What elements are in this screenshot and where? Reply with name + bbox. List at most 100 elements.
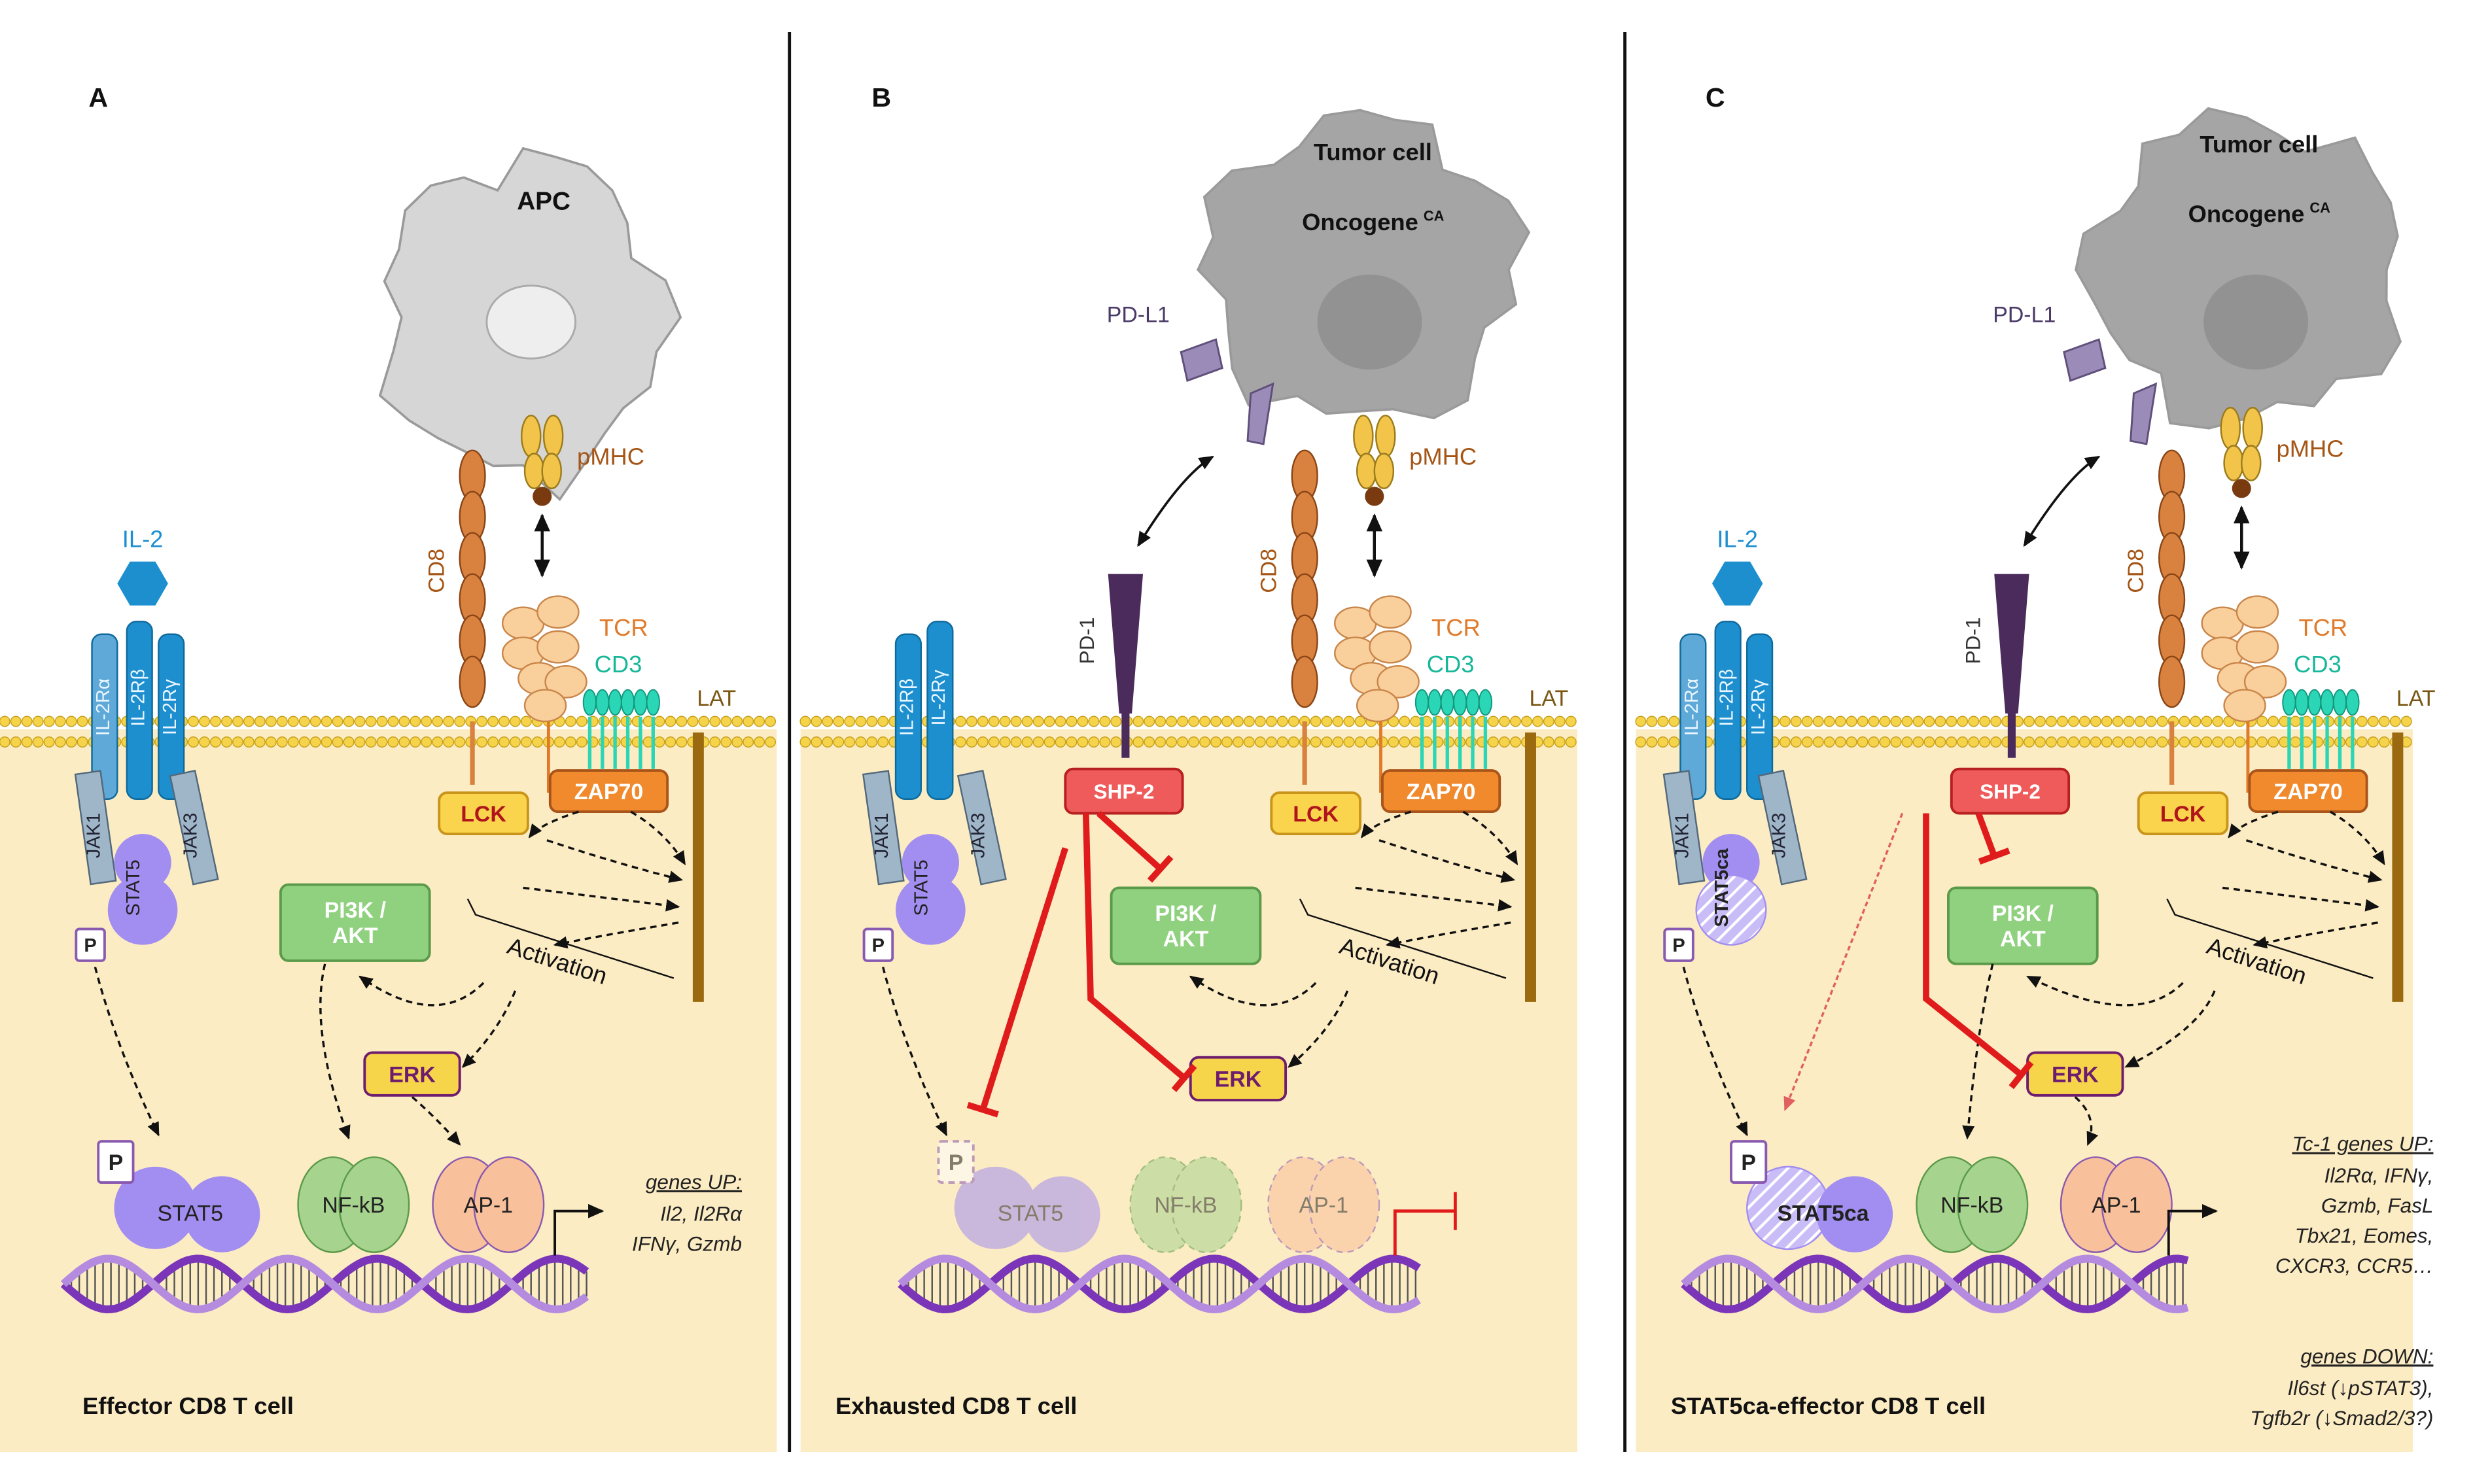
phospho-tag-nuclear-shape (937, 1140, 975, 1184)
lck-box-shape (2137, 791, 2229, 835)
cell-membrane (799, 716, 1577, 748)
pdl1-pd1-interaction (1137, 455, 1214, 547)
lipid-head (1935, 716, 1946, 727)
stat-label: STAT5ca (1711, 848, 1732, 927)
cd3-chain (620, 689, 635, 716)
lipid-head (1846, 736, 1857, 748)
lipid-head (1354, 716, 1366, 727)
receptor-chain (894, 633, 922, 800)
lipid-head (476, 716, 488, 727)
pmhc-chain (2242, 407, 2263, 450)
receptor-label: IL-2Rβ (128, 669, 149, 727)
erk-box-shape (1189, 1056, 1288, 1102)
lipid-head (2134, 736, 2146, 748)
lipid-head (1044, 716, 1055, 727)
lipid-head (276, 716, 288, 727)
stat-monomer (902, 834, 959, 891)
lipid-head (2045, 736, 2057, 748)
oncogene-label: Oncogene (1302, 209, 1418, 235)
lipid-head (1199, 716, 1211, 727)
lipid-head (1968, 716, 1980, 727)
lipid-head (2078, 736, 2090, 748)
lipid-head (1254, 736, 1266, 748)
lipid-head (1144, 716, 1155, 727)
lipid-head (1646, 736, 1658, 748)
lipid-head (1879, 736, 1891, 748)
shp2-inhibits-pi3k-bar (1978, 848, 2010, 865)
pd1-label: PD-1 (1961, 617, 1984, 664)
lipid-head (866, 716, 878, 727)
cd8-domain (2158, 655, 2186, 708)
dna-helix (1681, 1254, 2189, 1314)
lipid-head (955, 736, 966, 748)
lipid-head (1668, 716, 1680, 727)
lipid-head (232, 716, 243, 727)
pdl1-label: PD-L1 (1107, 302, 1170, 327)
lipid-head (1199, 736, 1211, 748)
cell-type-label: Exhausted CD8 T cell (835, 1392, 1077, 1419)
shp2-box: SHP-2 (1064, 767, 1184, 815)
lipid-head (1499, 716, 1510, 727)
lipid-head (1823, 716, 1835, 727)
lipid-head (309, 736, 321, 748)
activation-arrow (2253, 922, 2378, 949)
lipid-head (1110, 736, 1122, 748)
lipid-head (2134, 716, 2146, 727)
lipid-head (1657, 736, 1669, 748)
activation-to-erk (2124, 990, 2216, 1068)
ap1-subunit (2101, 1156, 2173, 1253)
lipid-head (565, 716, 576, 727)
lipid-head (1499, 736, 1510, 748)
tumor-label: Tumor cell (2200, 131, 2318, 158)
lipid-head (332, 716, 343, 727)
receptor-chain (158, 633, 185, 800)
lipid-head (432, 716, 444, 727)
shp2-box-shape (1064, 767, 1184, 815)
lipid-head (332, 736, 343, 748)
pmhc-label: pMHC (2277, 435, 2344, 462)
nfkb-dimer: NF-kB (1129, 1156, 1242, 1253)
ap1-dimer: AP-1 (2060, 1156, 2173, 1253)
pi3k-akt-box-label: AKT (2000, 927, 2046, 952)
receptor-label: IL-2Rγ (160, 679, 181, 735)
lipid-head (1132, 716, 1144, 727)
pdl1-molecule-1 (2063, 338, 2107, 382)
lck-box-label: LCK (1293, 802, 1339, 827)
lipid-head (811, 716, 822, 727)
lipid-head (1901, 736, 1913, 748)
lipid-head (1276, 716, 1288, 727)
il2-label: IL-2 (122, 525, 164, 552)
lipid-head (1901, 716, 1913, 727)
cd3-chain (608, 689, 622, 716)
apc-nucleus (485, 285, 577, 360)
tcr-domain (1369, 630, 1412, 664)
pd1-tail (2007, 710, 2016, 758)
cd3-chain (646, 689, 660, 716)
lipid-head (966, 716, 977, 727)
genes-up-title: genes UP: (646, 1170, 742, 1194)
pi3k-akt-box-shape (279, 883, 431, 962)
lipid-head (1554, 736, 1566, 748)
lipid-head (1968, 736, 1980, 748)
lipid-head (1032, 716, 1044, 727)
lipid-head (811, 736, 822, 748)
erk-box: ERK (2026, 1051, 2124, 1097)
cd3-chain (595, 689, 610, 716)
shp2-inhibits-pi3k-line (1975, 812, 1997, 857)
cell-type-label: STAT5ca-effector CD8 T cell (1671, 1392, 1986, 1419)
lipid-head (520, 736, 532, 748)
genes-up-line: Il2, Il2Rα (660, 1201, 743, 1225)
tcr-domain (1356, 689, 1399, 723)
phospho-tag-label: P (1672, 935, 1685, 956)
jak1-kinase (1662, 770, 1706, 886)
lipid-head (1388, 736, 1399, 748)
lipid-head (1801, 736, 1813, 748)
lat-adaptor (2392, 732, 2404, 1002)
jak1-kinase (862, 770, 905, 886)
genes-down-line: Tgfb2r (↓Smad2/3?) (2250, 1406, 2433, 1430)
lipid-head (443, 716, 455, 727)
lipid-head (54, 736, 66, 748)
phospho-tag: P (1663, 927, 1694, 962)
lipid-head (1365, 736, 1377, 748)
